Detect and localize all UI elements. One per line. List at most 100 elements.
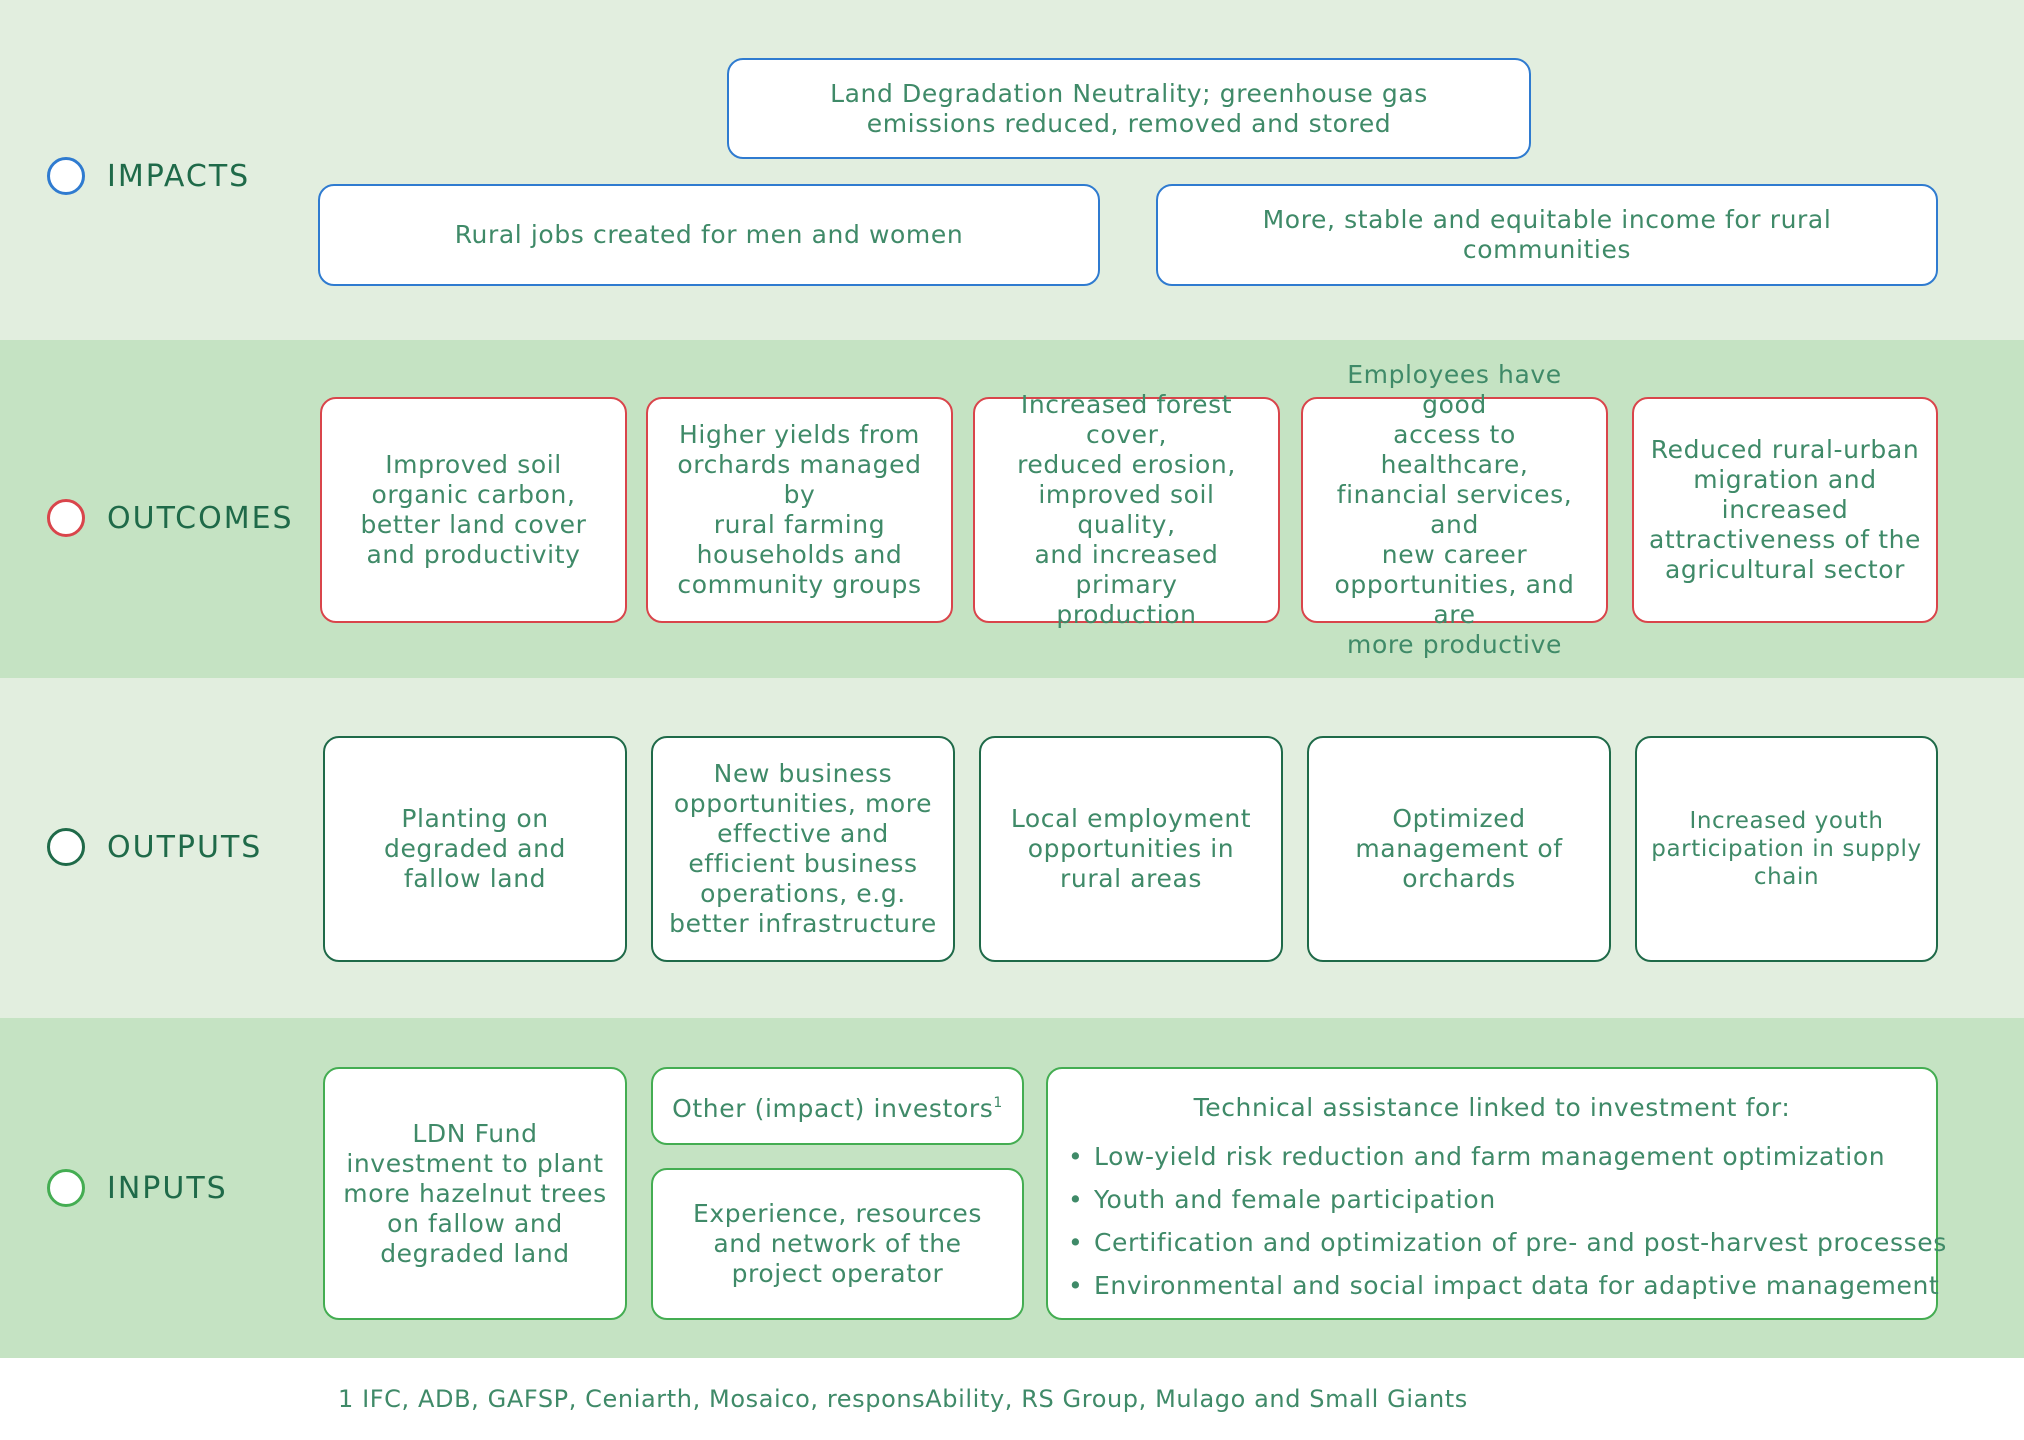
- outcome-yields-box: Higher yields from orchards managed by r…: [646, 397, 953, 623]
- output-line: Planting on: [401, 804, 549, 833]
- impacts-row-label: IMPACTS: [47, 154, 250, 198]
- footnote-marker: 1: [993, 1095, 1003, 1111]
- impact-jobs-text: Rural jobs created for men and women: [454, 220, 964, 249]
- outcomes-label: OUTCOMES: [107, 500, 294, 536]
- bullet-icon: •: [1068, 1185, 1084, 1214]
- outcome-migration-box: Reduced rural-urban migration and increa…: [1632, 397, 1938, 623]
- input-other-investors-box: Other (impact) investors1: [651, 1067, 1024, 1145]
- impact-income-box: More, stable and equitable income for ru…: [1156, 184, 1938, 286]
- outcome-line: new career: [1381, 540, 1528, 569]
- input-ldn-fund-box: LDN Fund investment to plant more hazeln…: [323, 1067, 627, 1320]
- impact-ldn-line: Land Degradation Neutrality; greenhouse …: [830, 78, 1428, 108]
- output-planting-box: Planting on degraded and fallow land: [323, 736, 627, 962]
- outcome-line: agricultural sector: [1664, 555, 1905, 584]
- bullet-icon: •: [1068, 1271, 1084, 1300]
- outcome-line: access to healthcare,: [1380, 420, 1529, 479]
- outcome-line: better land cover: [360, 510, 587, 539]
- output-line: rural areas: [1060, 864, 1202, 893]
- outcome-line: Increased forest cover,: [1020, 390, 1233, 449]
- output-line: participation in supply: [1651, 836, 1922, 862]
- input-experience-line: Experience, resources: [692, 1199, 983, 1228]
- outcome-line: rural farming: [713, 510, 886, 539]
- list-item: • Low-yield risk reduction and farm manag…: [1068, 1135, 1947, 1178]
- impacts-circle-icon: [47, 157, 85, 195]
- outcome-line: production: [1056, 600, 1197, 629]
- ta-item-text: Environmental and social impact data for…: [1094, 1271, 1940, 1300]
- output-line: Local employment: [1010, 804, 1252, 833]
- input-experience-line: and network of the: [713, 1229, 962, 1258]
- outcome-line: Reduced rural-urban: [1650, 435, 1920, 464]
- output-line: better infrastructure: [669, 909, 937, 938]
- outputs-circle-icon: [47, 828, 85, 866]
- output-youth-box: Increased youth participation in supply …: [1635, 736, 1938, 962]
- impact-income-line: communities: [1462, 235, 1632, 264]
- output-line: chain: [1753, 864, 1820, 890]
- output-employment-box: Local employment opportunities in rural …: [979, 736, 1283, 962]
- outcome-line: reduced erosion,: [1017, 450, 1236, 479]
- output-line: Optimized: [1392, 804, 1526, 833]
- output-line: fallow land: [403, 864, 547, 893]
- ta-title: Technical assistance linked to investmen…: [1193, 1093, 1791, 1122]
- outputs-label: OUTPUTS: [107, 829, 263, 865]
- input-ldn-line: LDN Fund: [412, 1118, 538, 1148]
- outcome-employees-box: Employees have good access to healthcare…: [1301, 360, 1608, 659]
- outcome-line: and productivity: [366, 540, 581, 569]
- list-item: • Environmental and social impact data fo…: [1068, 1264, 1947, 1307]
- outcome-line: community groups: [677, 570, 922, 599]
- output-line: effective and: [717, 819, 889, 848]
- output-line: New business: [713, 759, 893, 788]
- outcome-line: attractiveness of the: [1648, 525, 1922, 554]
- inputs-circle-icon: [47, 1169, 85, 1207]
- outcome-line: opportunities, and are: [1334, 570, 1575, 629]
- list-item: • Youth and female participation: [1068, 1178, 1947, 1221]
- impact-ldn-box: Land Degradation Neutrality; greenhouse …: [727, 58, 1531, 159]
- impact-ldn-line: emissions reduced, removed and stored: [866, 108, 1392, 138]
- output-line: operations, e.g.: [700, 879, 906, 908]
- impacts-label: IMPACTS: [107, 158, 251, 194]
- output-business-box: New business opportunities, more effecti…: [651, 736, 955, 962]
- ta-list: • Low-yield risk reduction and farm manag…: [1068, 1135, 1947, 1307]
- inputs-row-label: INPUTS: [47, 1166, 228, 1210]
- output-orchards-box: Optimized management of orchards: [1307, 736, 1611, 962]
- output-line: degraded and: [383, 834, 567, 863]
- footnote: 1 IFC, ADB, GAFSP, Ceniarth, Mosaico, re…: [338, 1385, 1468, 1413]
- ta-item-text: Youth and female participation: [1094, 1185, 1496, 1214]
- ta-item-text: Certification and optimization of pre- a…: [1094, 1228, 1947, 1257]
- outcomes-circle-icon: [47, 499, 85, 537]
- outcome-line: households and: [696, 540, 903, 569]
- input-ldn-line: investment to plant: [346, 1148, 604, 1178]
- input-ldn-line: degraded land: [380, 1238, 570, 1268]
- other-investors-label: Other (impact) investors: [672, 1094, 994, 1123]
- input-ldn-line: more hazelnut trees: [343, 1178, 607, 1208]
- ta-item-text: Low-yield risk reduction and farm manage…: [1094, 1142, 1886, 1171]
- outcome-forest-box: Increased forest cover, reduced erosion,…: [973, 390, 1280, 629]
- output-line: Increased youth: [1689, 808, 1884, 834]
- outcome-soil-box: Improved soil organic carbon, better lan…: [320, 397, 627, 623]
- output-line: efficient business: [688, 849, 918, 878]
- outcome-line: Improved soil: [385, 450, 562, 479]
- outcome-line: orchards managed by: [677, 450, 922, 509]
- impact-jobs-box: Rural jobs created for men and women: [318, 184, 1100, 286]
- list-item: • Certification and optimization of pre- …: [1068, 1221, 1947, 1264]
- outcome-line: financial services, and: [1336, 480, 1573, 539]
- outcome-line: organic carbon,: [371, 480, 576, 509]
- outcome-line: and increased primary: [1034, 540, 1219, 599]
- outcome-line: Higher yields from: [679, 420, 920, 449]
- output-line: opportunities, more: [673, 789, 933, 818]
- input-technical-assistance-box: Technical assistance linked to investmen…: [1046, 1067, 1946, 1320]
- output-line: management of: [1355, 834, 1563, 863]
- impact-income-line: More, stable and equitable income for ru…: [1262, 205, 1832, 234]
- input-experience-box: Experience, resources and network of the…: [651, 1168, 1024, 1320]
- bullet-icon: •: [1068, 1142, 1084, 1171]
- outcome-line: migration and: [1693, 465, 1877, 494]
- impacts-band: [0, 0, 2024, 340]
- inputs-label: INPUTS: [107, 1170, 228, 1206]
- other-investors-text: Other (impact) investors1: [672, 1088, 1003, 1124]
- outputs-row-label: OUTPUTS: [47, 825, 262, 869]
- output-line: orchards: [1402, 864, 1516, 893]
- input-experience-line: project operator: [731, 1259, 944, 1288]
- output-line: opportunities in: [1027, 834, 1235, 863]
- outcome-line: improved soil quality,: [1038, 480, 1215, 539]
- input-ldn-line: on fallow and: [387, 1208, 563, 1238]
- bullet-icon: •: [1068, 1228, 1084, 1257]
